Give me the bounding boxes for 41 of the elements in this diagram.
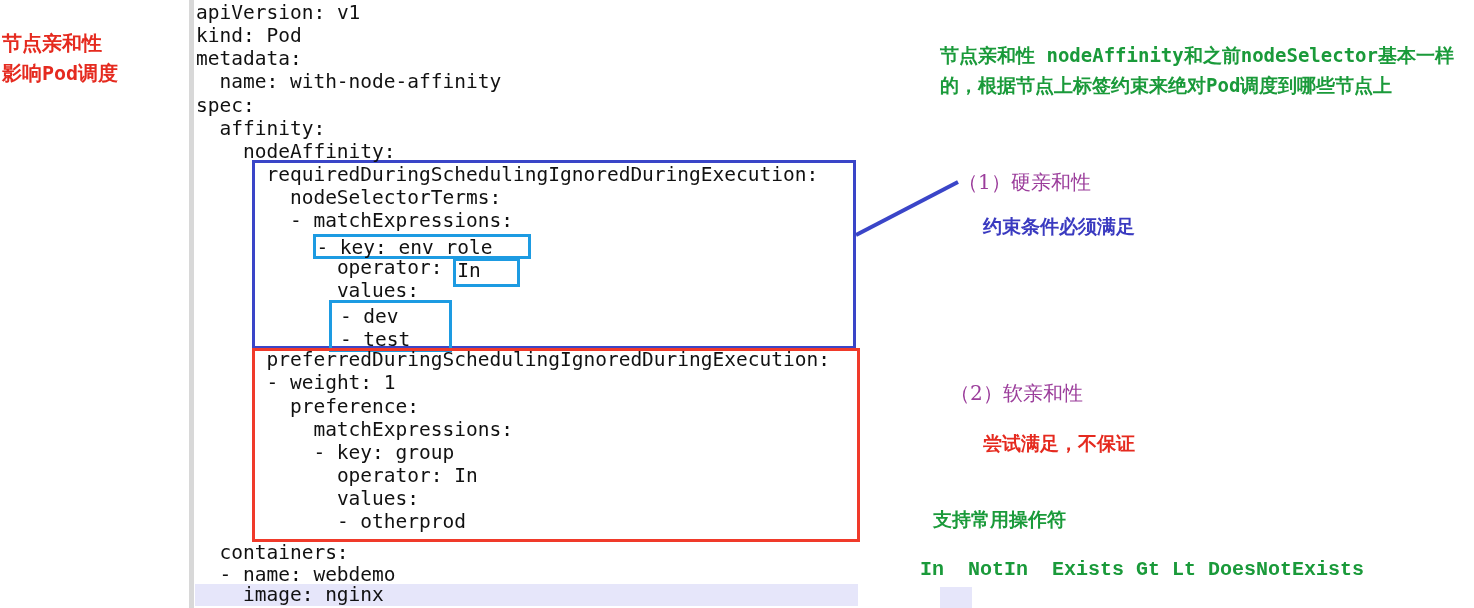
description-note: 节点亲和性 nodeAffinity和之前nodeSelector基本一样的，根据节点上标签约束来绝对Pod调度到哪些节点上 — [940, 43, 1455, 98]
code-line: operator: — [336, 259, 443, 276]
highlight-box — [252, 160, 856, 349]
code-line: - weight: 1 — [266, 375, 396, 392]
code-line: - matchExpressions: — [289, 213, 513, 230]
connector-line — [855, 180, 959, 237]
highlight-box — [252, 348, 860, 542]
code-line: spec: — [196, 97, 255, 114]
code-line: kind: Pod — [196, 28, 302, 45]
code-line: nodeSelectorTerms: — [289, 190, 502, 207]
code-line: - name: webdemo — [219, 567, 396, 583]
code-line: containers: — [219, 545, 349, 561]
code-line: requiredDuringSchedulingIgnoredDuringExecution: — [266, 167, 819, 184]
code-line: nodeAffinity: — [242, 143, 396, 160]
code-line: apiVersion: v1 — [196, 5, 361, 21]
code-line: image: nginx — [242, 587, 384, 603]
annotation-text: 尝试满足，不保证 — [983, 431, 1135, 456]
code-line: preference: — [289, 398, 420, 415]
highlight-box — [453, 258, 520, 287]
code-line: - test — [339, 332, 411, 349]
code-line: - key: env role — [316, 239, 493, 256]
code-line: - otherprod — [336, 514, 466, 531]
code-line: metadata: — [196, 51, 302, 68]
code-line: matchExpressions: — [313, 421, 513, 438]
code-line: preferredDuringSchedulingIgnoredDuringExecution: — [266, 352, 830, 369]
code-line: name: with-node-affinity — [219, 74, 502, 91]
annotation-text: （2）软亲和性 — [950, 380, 1083, 406]
code-line: values: — [336, 491, 420, 508]
code-line: - key: group — [313, 444, 455, 461]
annotation-text: （1）硬亲和性 — [958, 169, 1091, 195]
code-line: In — [457, 262, 481, 279]
highlight-box — [329, 300, 452, 352]
side-note: 节点亲和性影响Pod调度 — [2, 30, 120, 87]
code-line: - dev — [339, 308, 399, 325]
annotation-text: 支持常用操作符 — [933, 507, 1066, 532]
code-line: values: — [336, 282, 420, 299]
annotation-text: 约束条件必须满足 — [983, 214, 1135, 239]
code-line: affinity: — [219, 120, 326, 137]
operator-list: In NotIn Exists Gt Lt DoesNotExists — [920, 557, 1365, 583]
code-line: operator: In — [336, 468, 478, 484]
highlight-box — [313, 234, 531, 259]
